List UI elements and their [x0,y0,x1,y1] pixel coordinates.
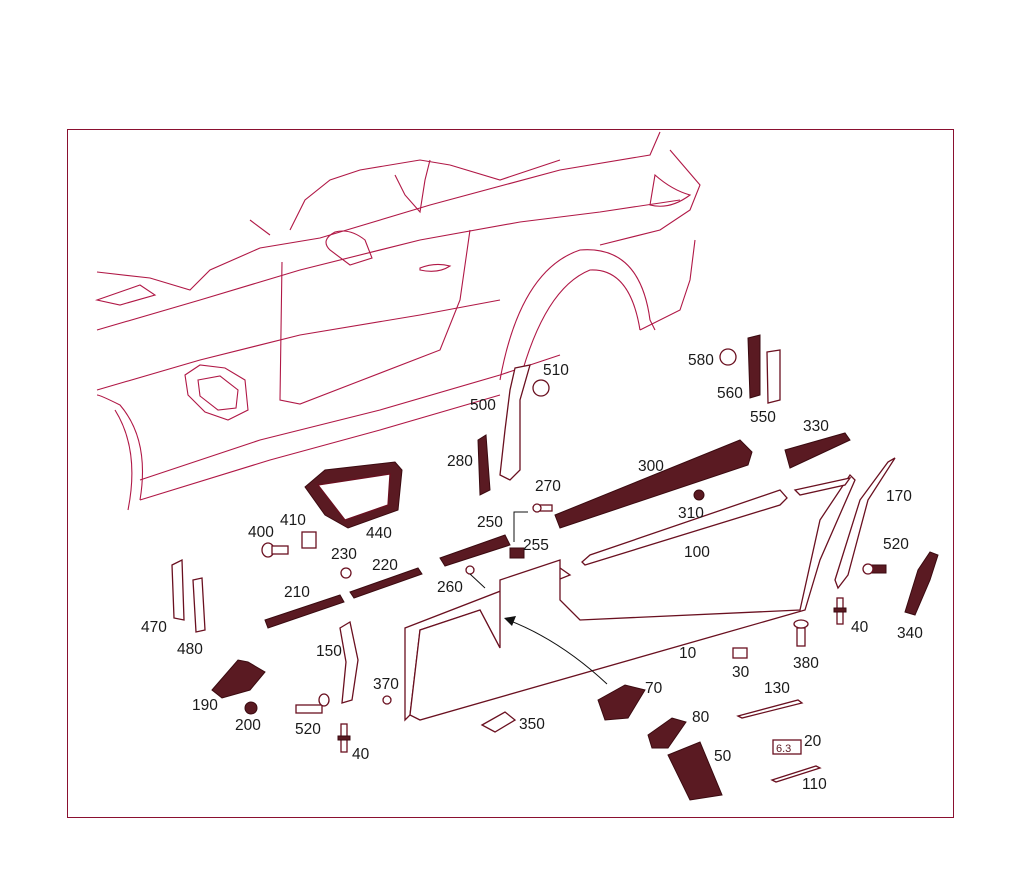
callout-30: 30 [732,664,750,681]
part-side-skirt [404,473,856,722]
callout-440: 440 [366,525,392,542]
part-bracket-350 [480,711,517,733]
callout-480: 480 [177,641,203,658]
part-clip-370 [382,695,392,705]
callout-100: 100 [684,544,710,561]
callout-470: 470 [141,619,167,636]
part-grille-80 [647,717,687,749]
badge-text: 6.3 [776,743,791,755]
part-bracket-210 [264,594,345,629]
callout-110: 110 [802,776,827,793]
callout-380: 380 [793,655,819,672]
part-screw-520-left [295,693,330,714]
callout-70: 70 [645,680,663,697]
part-grille-70 [597,684,646,721]
callout-250: 250 [477,514,503,531]
part-screw-520-right [862,563,887,575]
callout-330: 330 [803,418,829,435]
part-screw-380 [793,619,809,647]
part-bolt-40-right [833,597,847,625]
callout-520-right: 520 [883,536,909,553]
callout-260: 260 [437,579,463,596]
callout-50: 50 [714,748,732,765]
callout-350: 350 [519,716,545,733]
callout-200: 200 [235,717,261,734]
callout-300: 300 [638,458,664,475]
callout-80: 80 [692,709,710,726]
part-strip-480 [192,577,206,633]
arrow-70-leader [504,616,608,685]
leader-255 [513,511,528,542]
callout-510: 510 [543,362,569,379]
callout-40-right: 40 [851,619,869,636]
callout-520-left: 520 [295,721,321,738]
part-trim-130 [736,699,804,719]
part-plug-510 [532,379,550,397]
callout-270: 270 [535,478,561,495]
part-bracket-190 [211,659,266,699]
part-bracket-560 [747,334,761,399]
part-bracket-340 [904,551,939,616]
callout-20: 20 [804,733,822,750]
part-grommet-580 [719,348,737,366]
part-trim-150 [339,620,359,704]
callout-410: 410 [280,512,306,529]
part-pin-260 [465,565,486,589]
part-clip-255 [509,547,525,559]
part-clip-410 [301,531,317,549]
part-bracket-500 [499,364,531,481]
part-bracket-300 [554,439,753,529]
part-strip-550 [766,349,781,404]
callout-310: 310 [678,505,704,522]
part-nut-200 [244,701,258,715]
part-bracket-330 [784,432,851,469]
callout-210: 210 [284,584,310,601]
part-bracket-280 [477,434,491,496]
part-vent-440 [304,461,403,529]
callout-220: 220 [372,557,398,574]
callout-230: 230 [331,546,357,563]
diagram-frame [67,129,954,818]
callout-labels: 10 20 30 40 40 50 70 80 100 110 130 150 … [141,352,923,793]
part-bracket-470 [171,558,185,621]
callout-280: 280 [447,453,473,470]
part-screw-230 [340,567,352,579]
part-bracket-250 [439,534,511,567]
part-screw-270 [532,503,553,513]
callout-255: 255 [523,537,549,554]
callout-550: 550 [750,409,776,426]
part-clip-310 [693,489,705,501]
part-strip-170 [834,457,896,590]
part-screw-400 [261,542,289,558]
callout-170: 170 [886,488,912,505]
part-grille-50 [667,741,723,801]
callout-500: 500 [470,397,496,414]
callout-150: 150 [316,643,342,660]
callout-340: 340 [897,625,923,642]
callout-10: 10 [679,645,697,662]
part-clip-30 [732,647,748,659]
callout-580: 580 [688,352,714,369]
car-outline [94,131,701,511]
callout-190: 190 [192,697,218,714]
callout-40-left: 40 [352,746,370,763]
callout-370: 370 [373,676,399,693]
callout-400: 400 [248,524,274,541]
part-trim-110 [770,765,822,783]
callout-560: 560 [717,385,743,402]
part-badge-20: 6.3 [772,739,802,755]
part-bolt-40-left [337,723,351,753]
part-trim-strip [581,489,788,566]
part-bracket-220 [349,567,423,599]
callout-130: 130 [764,680,790,697]
